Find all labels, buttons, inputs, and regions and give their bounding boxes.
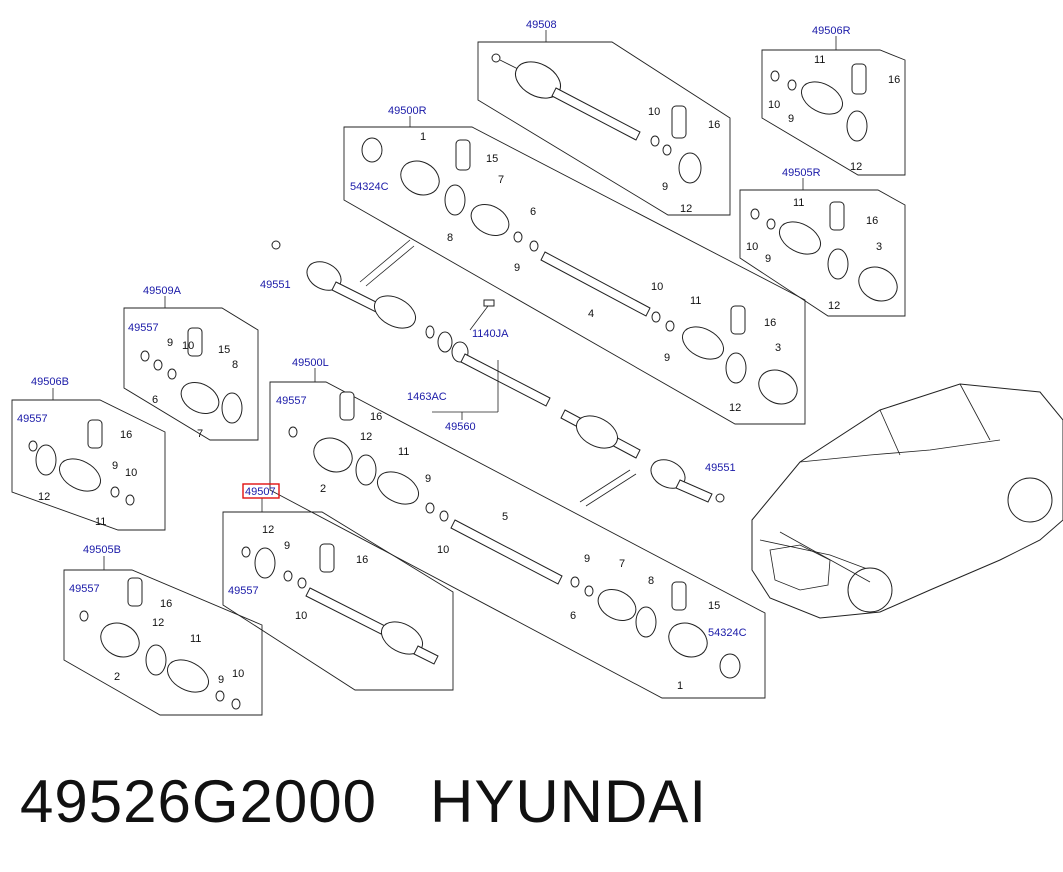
reference-label: 49557 xyxy=(128,322,159,334)
part-number-label: 9 xyxy=(584,553,590,565)
part-number-label: 11 xyxy=(793,197,804,209)
drive-shaft-49508 xyxy=(491,53,641,141)
part-number-label: 6 xyxy=(570,610,576,622)
part-number-label: 2 xyxy=(114,671,120,683)
part-number-label: 15 xyxy=(486,153,498,165)
part-number-label: 10 xyxy=(651,281,663,293)
part-number-label: 9 xyxy=(167,337,173,349)
part-number-label: 10 xyxy=(746,241,758,253)
group-box-49506B xyxy=(11,399,166,531)
part-number-label: 10 xyxy=(295,610,307,622)
part-number-label: 11 xyxy=(95,516,106,528)
group-label-49500R: 49500R xyxy=(388,105,427,117)
highlighted-part-label: 49507 xyxy=(245,486,276,498)
part-number-label: 12 xyxy=(152,617,164,629)
reference-label: 1463AC xyxy=(407,391,447,403)
part-number-label: 11 xyxy=(690,295,701,307)
part-number-label: 3 xyxy=(775,342,781,354)
group-box-49509A xyxy=(123,307,259,441)
part-number-label: 7 xyxy=(619,558,625,570)
part-number-label: 9 xyxy=(664,352,670,364)
group-box-49506R xyxy=(761,49,906,176)
part-number-label: 10 xyxy=(768,99,780,111)
part-number-label: 5 xyxy=(502,511,508,523)
reference-label: 49557 xyxy=(276,395,307,407)
group-label-49508: 49508 xyxy=(526,19,557,31)
reference-label: 1140JA xyxy=(472,328,509,340)
part-number-label: 8 xyxy=(648,575,654,587)
group-box-49507 xyxy=(222,511,454,691)
part-number-label: 9 xyxy=(662,181,668,193)
group-label-49509A: 49509A xyxy=(143,285,182,297)
part-number-label: 8 xyxy=(447,232,453,244)
part-number-label: 16 xyxy=(160,598,172,610)
group-label-49500L: 49500L xyxy=(292,357,329,369)
part-number-label: 9 xyxy=(788,113,794,125)
part-number-label: 12 xyxy=(680,203,692,215)
group-label-49506B: 49506B xyxy=(31,376,69,388)
part-number-label: 16 xyxy=(866,215,878,227)
part-number-label: 3 xyxy=(876,241,882,253)
part-number-label: 16 xyxy=(888,74,900,86)
reference-label: 49560 xyxy=(445,421,476,433)
part-number-label: 12 xyxy=(828,300,840,312)
part-number-label: 2 xyxy=(320,483,326,495)
part-number-label: 7 xyxy=(498,174,504,186)
part-number-label: 16 xyxy=(370,411,382,423)
part-number-label: 9 xyxy=(514,262,520,274)
part-number-label: 15 xyxy=(708,600,720,612)
parts-diagram: 49508 49506R 49500R 49505R 49509A 49500L… xyxy=(11,19,1063,716)
part-number-label: 9 xyxy=(284,540,290,552)
part-number-label: 10 xyxy=(437,544,449,556)
part-number-label: 16 xyxy=(356,554,368,566)
center-drive-shaft xyxy=(271,239,725,507)
part-number-label: 6 xyxy=(152,394,158,406)
group-label-49506R: 49506R xyxy=(812,25,851,37)
group-box-49505R xyxy=(739,189,906,317)
part-number-label: 12 xyxy=(360,431,372,443)
part-number-label: 9 xyxy=(765,253,771,265)
part-number-label: 8 xyxy=(232,359,238,371)
part-number-label: 10 xyxy=(182,340,194,352)
group-label-49505R: 49505R xyxy=(782,167,821,179)
part-number-label: 7 xyxy=(197,428,203,440)
part-number-label: 11 xyxy=(398,446,409,458)
part-number-label: 4 xyxy=(588,308,594,320)
part-number-label: 16 xyxy=(708,119,720,131)
part-number-label: 9 xyxy=(425,473,431,485)
part-number-label: 9 xyxy=(218,674,224,686)
part-number-label: 15 xyxy=(218,344,230,356)
part-number-label: 11 xyxy=(814,54,825,66)
part-number-label: 1 xyxy=(420,131,426,143)
car-illustration xyxy=(751,383,1063,619)
group-box-49500R xyxy=(343,126,806,425)
part-number-caption: 49526G2000 HYUNDAI xyxy=(20,768,708,835)
part-number-label: 10 xyxy=(232,668,244,680)
reference-label: 49557 xyxy=(69,583,100,595)
group-label-49505B: 49505B xyxy=(83,544,121,556)
highlight-box xyxy=(242,483,280,499)
reference-label: 54324C xyxy=(350,181,389,193)
reference-label: 54324C xyxy=(708,627,747,639)
part-number-label: 12 xyxy=(850,161,862,173)
part-number-label: 12 xyxy=(262,524,274,536)
part-number-label: 10 xyxy=(125,467,137,479)
group-box-49500L xyxy=(269,381,766,699)
part-number-label: 12 xyxy=(38,491,50,503)
part-number-label: 10 xyxy=(648,106,660,118)
part-number-label: 1 xyxy=(677,680,683,692)
part-number-label: 6 xyxy=(530,206,536,218)
part-number-label: 16 xyxy=(764,317,776,329)
group-box-49505B xyxy=(63,569,263,716)
part-number-label: 11 xyxy=(190,633,201,645)
part-number-label: 9 xyxy=(112,460,118,472)
reference-label: 49551 xyxy=(705,462,736,474)
reference-label: 49557 xyxy=(228,585,259,597)
reference-label: 49551 xyxy=(260,279,291,291)
part-number-label: 16 xyxy=(120,429,132,441)
part-number-label: 12 xyxy=(729,402,741,414)
reference-label: 49557 xyxy=(17,413,48,425)
group-box-49508 xyxy=(477,41,731,216)
